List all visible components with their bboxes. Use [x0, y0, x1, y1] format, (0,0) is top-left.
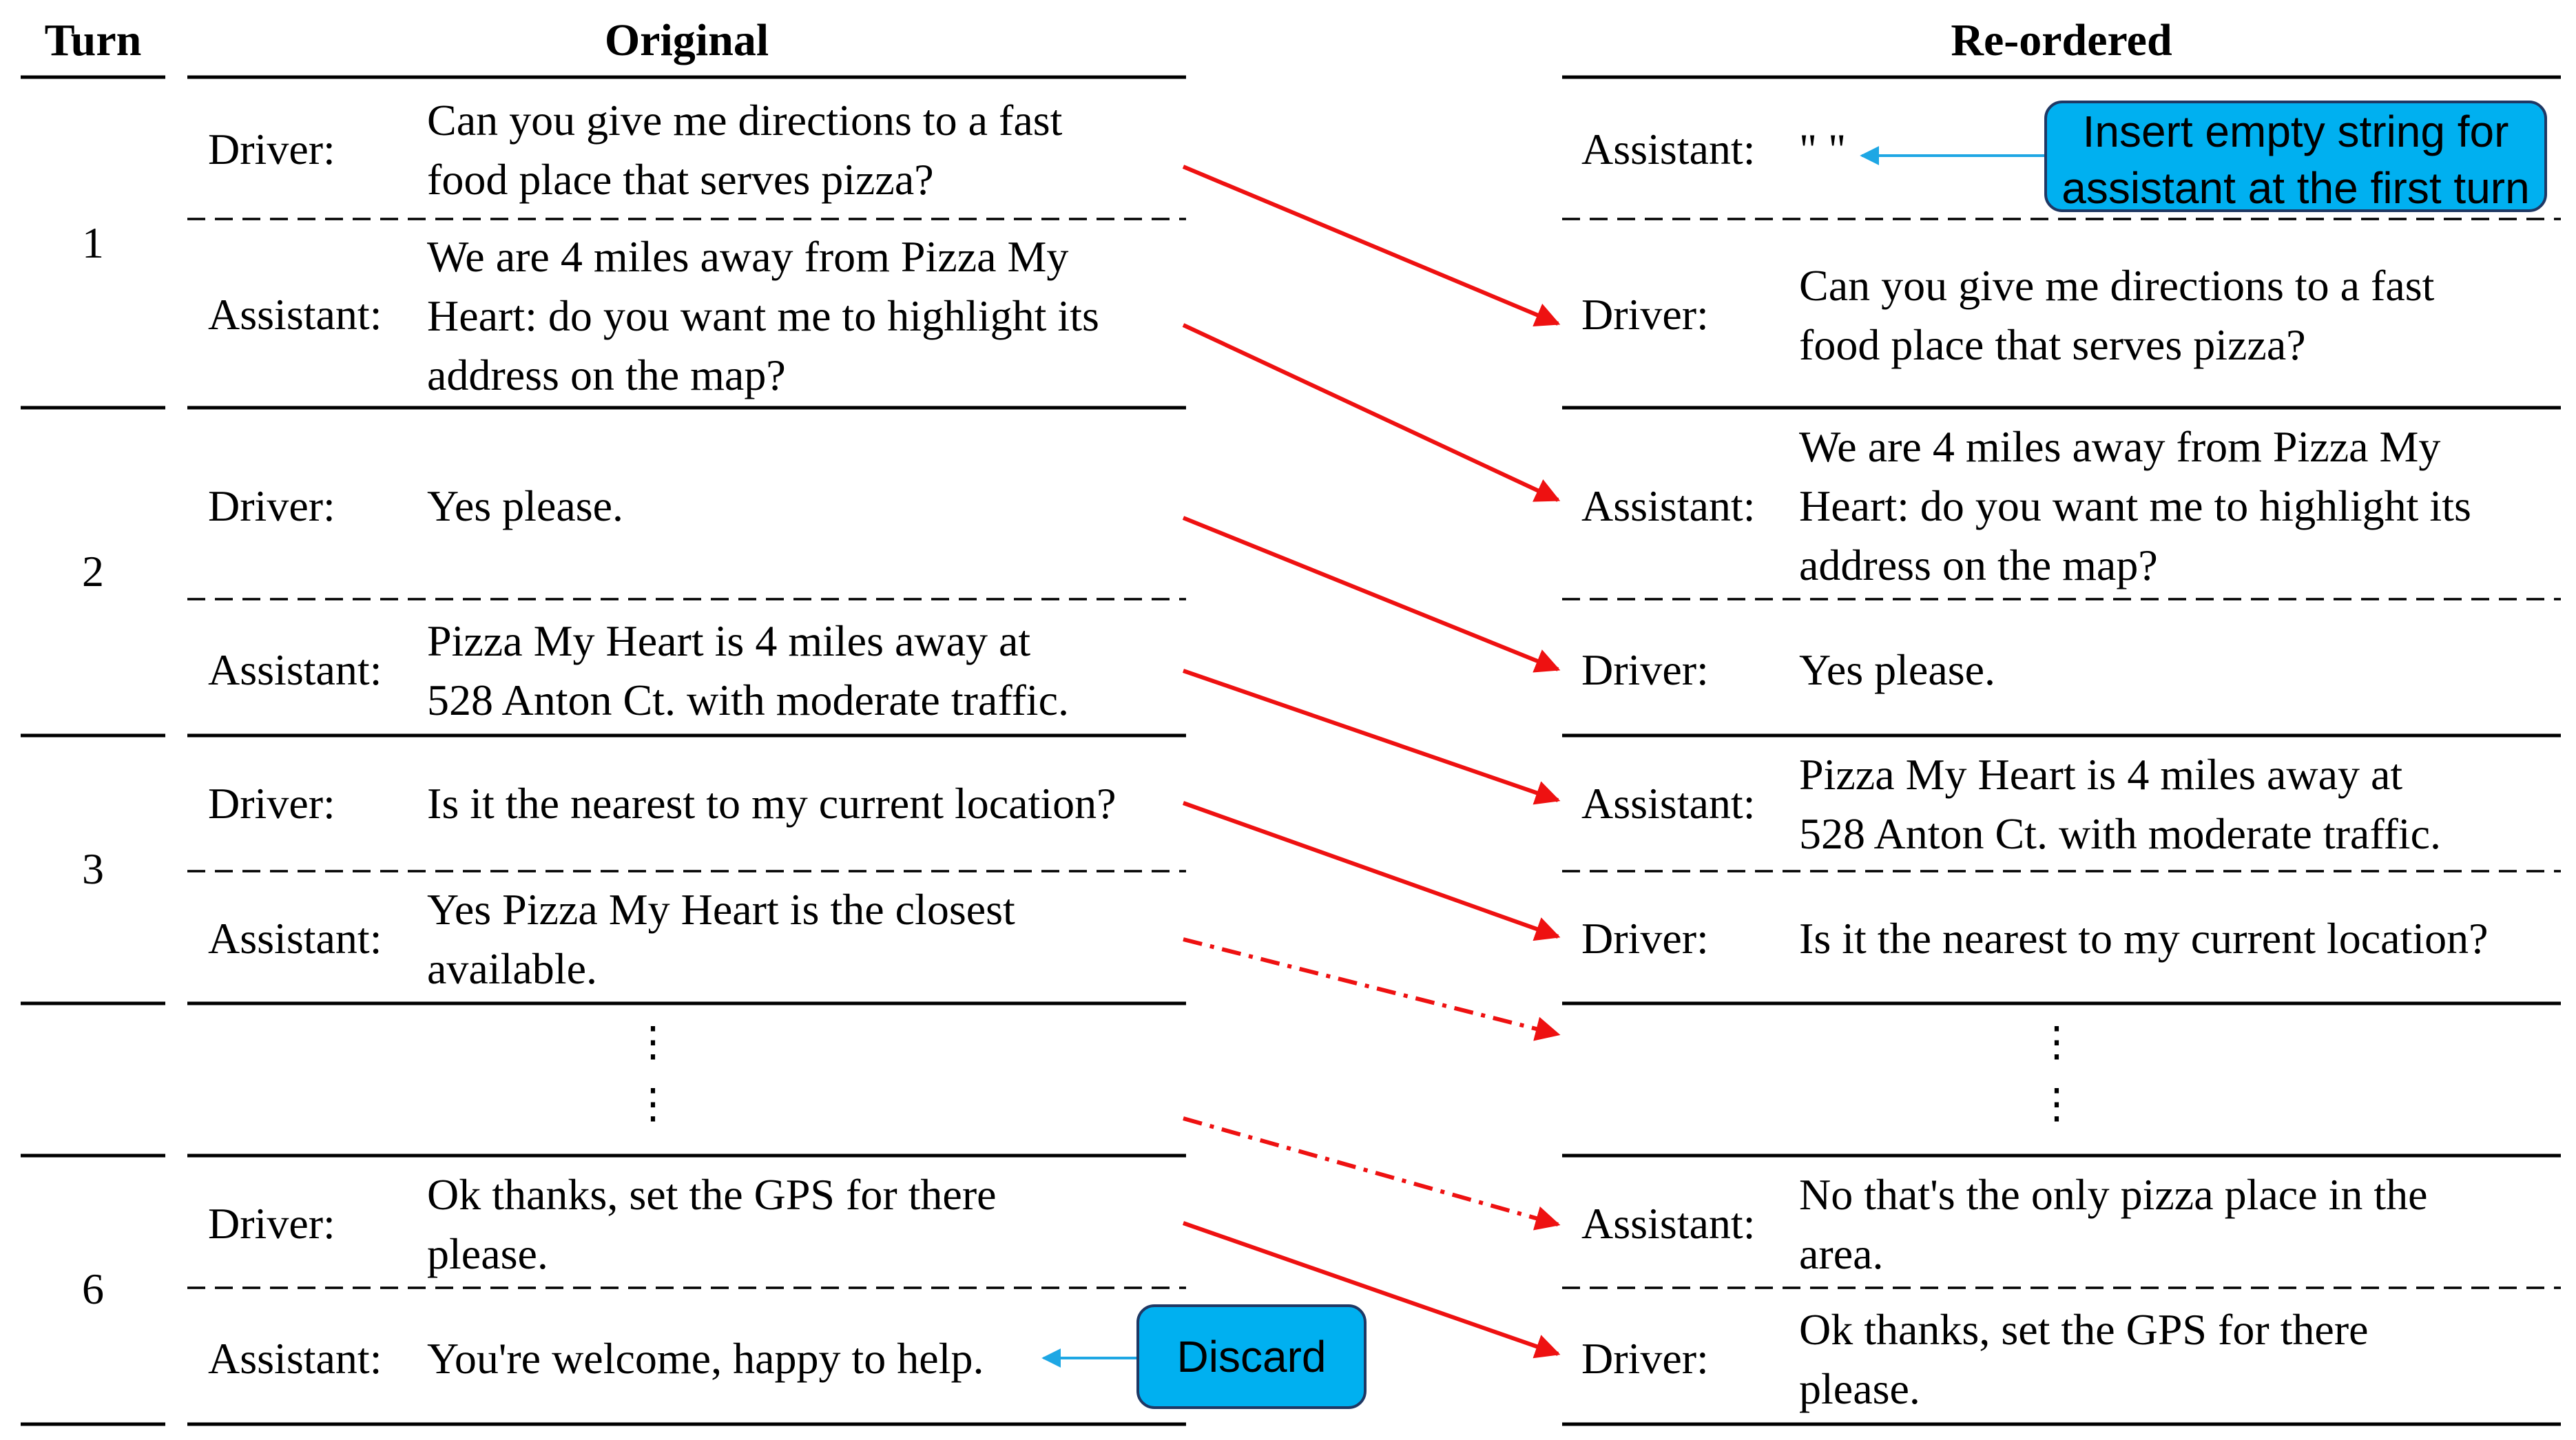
arrow-omitted-1	[1183, 937, 1561, 1041]
original-speaker: Driver:	[208, 481, 335, 530]
reordered-utterance: Pizza My Heart is 4 miles away at 528 An…	[1799, 750, 2441, 858]
reordered-speaker: Assistant:	[1581, 125, 1756, 174]
original-utterance: Yes please.	[427, 481, 624, 530]
turn-number: 6	[82, 1264, 104, 1313]
mapping-arrows	[1182, 165, 1561, 1359]
insert-empty-string-callout: Insert empty string for assistant at the…	[2044, 101, 2547, 213]
reordered-utterance: Is it the nearest to my current location…	[1799, 914, 2489, 963]
original-dashed-rules	[187, 218, 1186, 1289]
reordered-utterance: Ok thanks, set the GPS for there please.	[1799, 1305, 2369, 1413]
original-utterance: You're welcome, happy to help.	[427, 1334, 984, 1383]
original-speaker: Assistant:	[208, 914, 382, 963]
arrow-utterance-3	[1182, 516, 1561, 673]
reordered-speaker: Assistant:	[1581, 1199, 1756, 1248]
turn-column-rules	[21, 75, 165, 1426]
original-speaker: Driver:	[208, 1199, 335, 1248]
reordered-ellipsis: ⋮	[2036, 1019, 2077, 1065]
turn-number: 1	[82, 218, 104, 267]
discard-callout: Discard	[1136, 1304, 1367, 1409]
original-ellipsis: ⋮	[632, 1081, 674, 1127]
reordered-utterance: Yes please.	[1799, 645, 1996, 694]
original-utterance: Pizza My Heart is 4 miles away at 528 An…	[427, 616, 1069, 724]
reordered-speaker: Assistant:	[1581, 481, 1756, 530]
original-column-rules	[187, 75, 1186, 1426]
original-speaker: Assistant:	[208, 645, 382, 694]
reordered-speaker: Driver:	[1581, 290, 1709, 339]
arrow-utterance-2	[1182, 323, 1561, 502]
reordered-utterance: Can you give me directions to a fast foo…	[1799, 261, 2435, 369]
original-utterance: Can you give me directions to a fast foo…	[427, 96, 1063, 204]
original-utterance: Yes Pizza My Heart is the closest availa…	[427, 885, 1015, 993]
header-reordered: Re-ordered	[1951, 15, 2172, 65]
arrow-utterance-5	[1182, 801, 1561, 941]
arrow-utterance-last	[1183, 1221, 1561, 1359]
original-utterance: We are 4 miles away from Pizza My Heart:…	[427, 232, 1099, 399]
arrow-utterance-1	[1182, 165, 1561, 327]
original-speaker: Assistant:	[208, 1334, 382, 1383]
reordered-speaker: Driver:	[1581, 914, 1709, 963]
reordered-speaker: Driver:	[1581, 1334, 1709, 1383]
original-utterance: Ok thanks, set the GPS for there please.	[427, 1170, 997, 1278]
reordered-utterance: We are 4 miles away from Pizza My Heart:…	[1799, 422, 2471, 589]
original-speaker: Driver:	[208, 779, 335, 828]
original-speaker: Driver:	[208, 125, 335, 174]
header-original: Original	[604, 15, 769, 65]
reordered-ellipsis: ⋮	[2036, 1081, 2077, 1127]
reordered-speaker: Assistant:	[1581, 779, 1756, 828]
original-speaker: Assistant:	[208, 290, 382, 339]
reordered-column-rules	[1562, 75, 2561, 1426]
reordered-utterance: No that's the only pizza place in the ar…	[1799, 1170, 2428, 1278]
original-utterance: Is it the nearest to my current location…	[427, 779, 1116, 828]
arrow-omitted-2	[1183, 1116, 1561, 1231]
reordered-speaker: Driver:	[1581, 645, 1709, 694]
reordered-dashed-rules	[1562, 218, 2561, 1289]
turn-number: 3	[82, 844, 104, 893]
arrow-utterance-4	[1183, 669, 1561, 805]
turn-number: 2	[82, 547, 104, 596]
header-turn: Turn	[44, 15, 142, 65]
original-ellipsis: ⋮	[632, 1019, 674, 1065]
reordered-utterance: " "	[1799, 125, 1847, 174]
